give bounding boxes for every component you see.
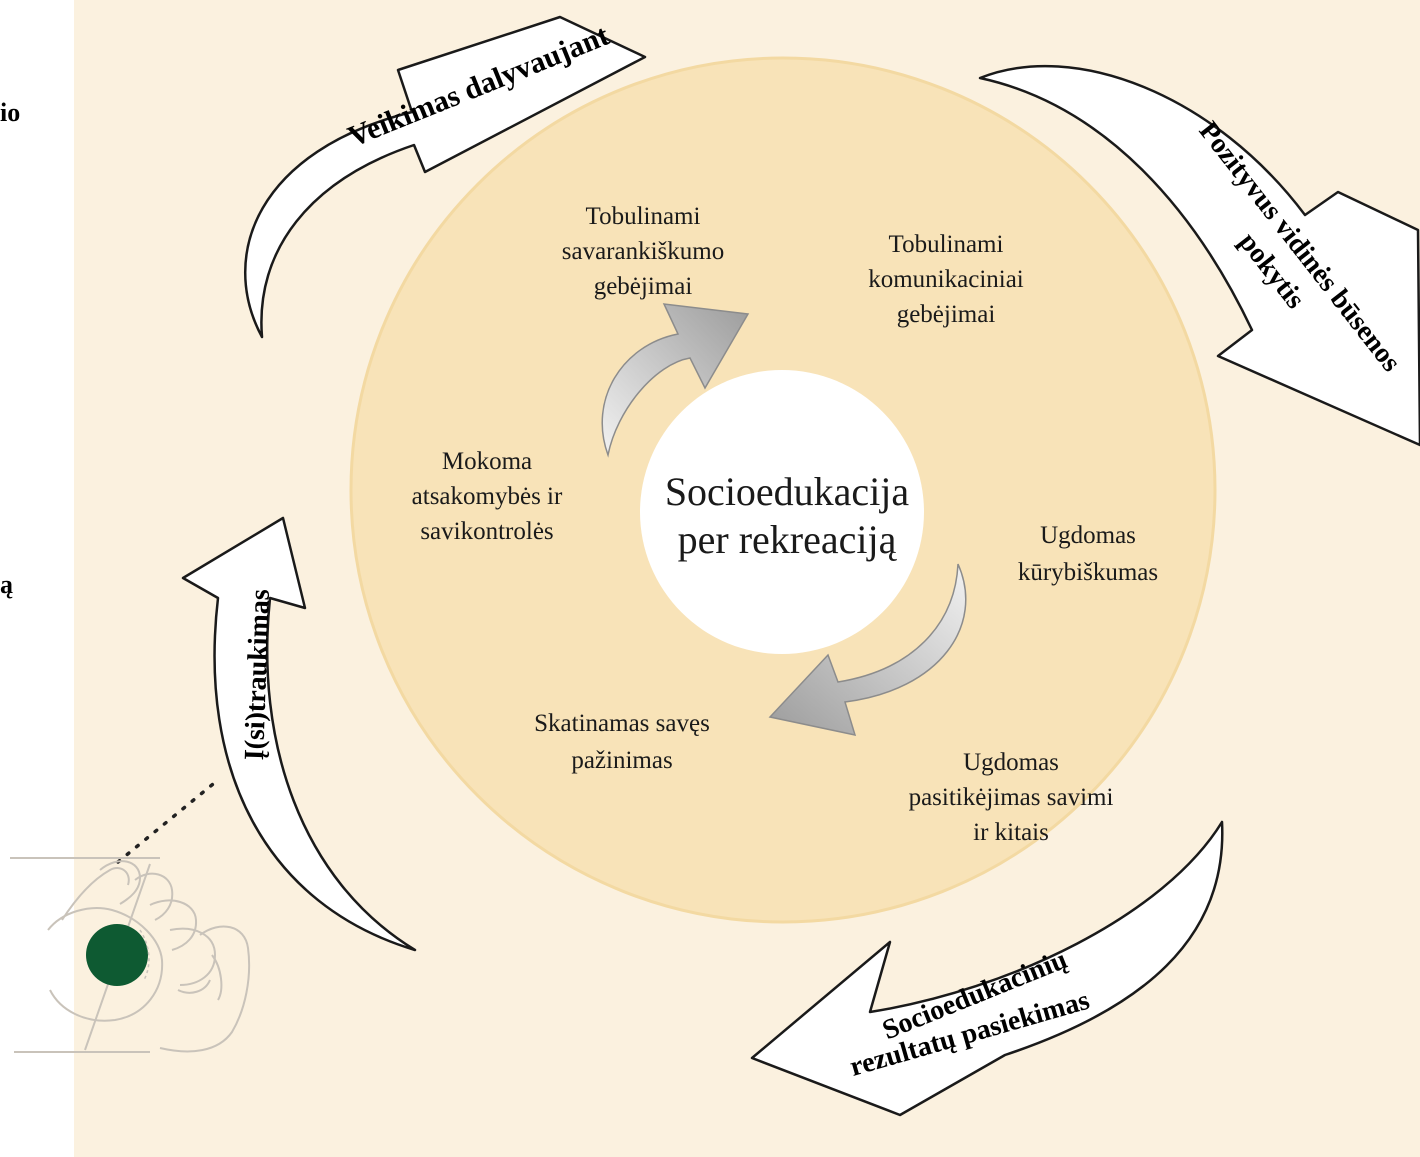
ring-item-line: atsakomybės ir (412, 483, 563, 510)
center-title-line2: per rekreaciją (678, 517, 898, 562)
ring-item-line: komunikaciniai (868, 266, 1024, 293)
inner-arrow-down-icon (768, 563, 967, 736)
ring-item-line: gebėjimai (594, 273, 693, 300)
ring-item-line: Ugdomas (963, 749, 1059, 776)
arrow-top-right-outline (978, 64, 1420, 447)
ring-item-line: kūrybiškumas (1018, 559, 1158, 586)
ring-item-line: Tobulinami (889, 231, 1004, 258)
arrow-top-left-icon (245, 17, 645, 337)
ring-item-line: Mokoma (442, 448, 532, 475)
ring-item-line: Ugdomas (1040, 522, 1136, 549)
hand-holding-ball-icon (10, 857, 251, 1053)
ring-item-line: pažinimas (571, 747, 672, 774)
ring-item-atsakomybe: Mokoma atsakomybės ir savikontrolės (412, 448, 563, 545)
cropped-text-top: io (0, 98, 21, 127)
ring-item-kurybiskumas: Ugdomas kūrybiškumas (1018, 522, 1158, 586)
ball-stitch-icon (139, 929, 150, 981)
arrow-left-icon (183, 518, 415, 950)
ring-item-line: gebėjimai (897, 301, 996, 328)
ring-item-line: savarankiškumo (562, 238, 724, 265)
ring-item-savarankiskumas: Tobulinami savarankiškumo gebėjimai (562, 203, 724, 300)
ring-item-saves-pazinimas: Skatinamas savęs pažinimas (534, 710, 710, 774)
arrow-bottom-right-outline (750, 820, 1224, 1117)
inner-arrow-up-icon (601, 303, 750, 458)
center-title-line1: Socioedukacija (665, 469, 910, 514)
arrow-top-right-icon (980, 66, 1420, 445)
ring-item-line: Tobulinami (586, 203, 701, 230)
dotted-connector (116, 778, 220, 864)
arrow-bottom-right-icon (752, 822, 1223, 1115)
ring-item-line: pasitikėjimas savimi (909, 784, 1114, 811)
cropped-text-middle: ą (0, 570, 13, 599)
ring-item-pasitikejimas: Ugdomas pasitikėjimas savimi ir kitais (909, 749, 1114, 846)
arrow-left-outline (181, 516, 417, 952)
ring-item-komunikacija: Tobulinami komunikaciniai gebėjimai (868, 231, 1024, 328)
center-circle (640, 370, 924, 654)
ring-item-line: ir kitais (973, 819, 1049, 846)
arrow-left-label: Į(si)traukimas (239, 589, 276, 761)
arrow-top-left-outline (243, 15, 647, 339)
ring-item-line: savikontrolės (420, 518, 553, 545)
green-ball-icon (86, 924, 148, 986)
outer-ring-edge (349, 56, 1217, 924)
ring-item-line: Skatinamas savęs (534, 710, 710, 737)
